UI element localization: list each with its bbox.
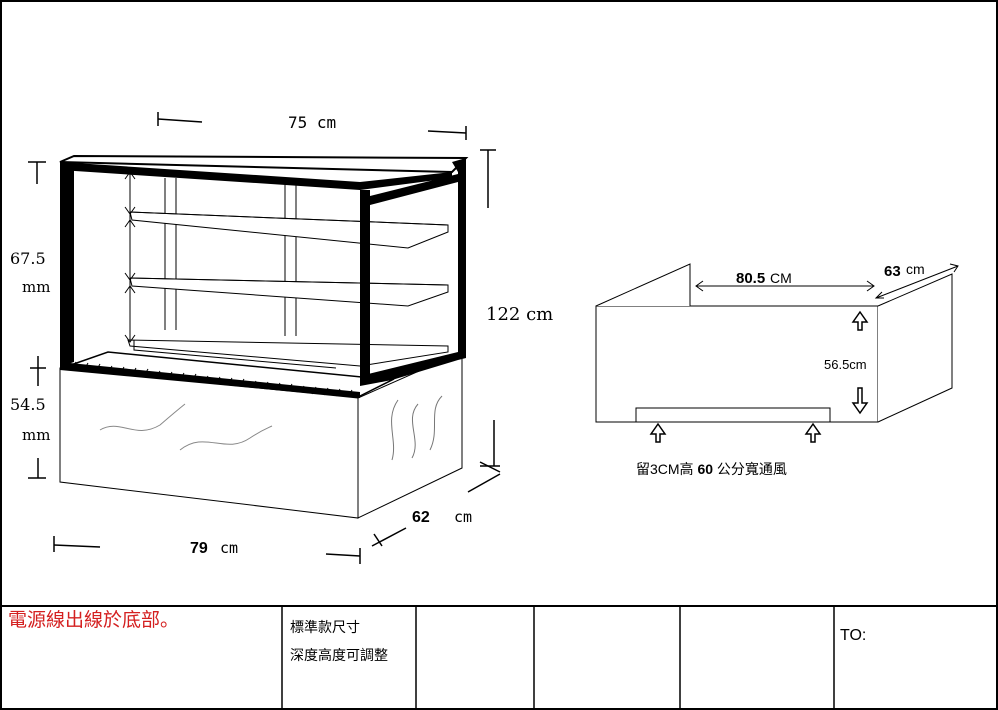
base-depth-unit: cm (454, 508, 472, 526)
vent-box-side (877, 273, 953, 423)
cabinet-top-side-edge (360, 172, 452, 190)
shelf-upper (129, 211, 449, 249)
frame-right-front (360, 190, 370, 382)
lower-height-unit: mm (22, 426, 50, 444)
vent-box-back (595, 263, 691, 307)
standard-size-title: 標準款尺寸 (290, 619, 360, 635)
up-arrow-icon (804, 422, 822, 443)
vent-width-value: 80.5 (736, 270, 765, 287)
upper-height-unit: mm (22, 278, 50, 296)
frame-side-top (370, 174, 458, 205)
vent-width-unit: CM (770, 270, 792, 286)
base-depth-value: 62 (412, 509, 430, 526)
frame-left-post (60, 162, 68, 368)
power-cord-note: 電源線出線於底部。 (8, 609, 179, 631)
display-cabinet-drawing: 75 cm 67.5 mm 54.5 mm 122 cm 62 cm 79 cm (10, 112, 553, 564)
dimension-ticks (28, 112, 501, 564)
marble-swirl (179, 425, 273, 451)
marble-swirl (429, 395, 443, 451)
up-arrow-icon (649, 422, 667, 443)
top-width-label: 75 cm (288, 113, 336, 132)
vent-clearance-note: 留3CM高 60 公分寬通風 (636, 461, 787, 477)
up-arrow-icon (851, 310, 869, 331)
marble-swirl (411, 403, 419, 459)
down-arrow-icon (851, 387, 869, 415)
base-width-value: 79 (190, 540, 208, 557)
marble-swirl (99, 403, 186, 431)
ventilation-diagram: 80.5 CM 63 cm 56.5cm 留3CM高 60 公分寬通風 (595, 261, 959, 477)
to-label: TO: (840, 627, 866, 644)
frame-bottom-front (60, 362, 360, 398)
vent-height-label: 56.5cm (824, 357, 867, 372)
marble-swirl (391, 399, 399, 461)
frame-side-bottom (360, 352, 458, 386)
shelf-middle (129, 277, 449, 307)
frame-left-inner (68, 166, 74, 364)
cabinet-top-front-edge (60, 162, 360, 190)
vent-depth-unit: cm (906, 261, 925, 277)
shelf-spacing-markers (124, 171, 136, 343)
vent-depth-value: 63 (884, 263, 901, 280)
base-width-unit: cm (220, 539, 238, 557)
adjustable-note: 深度高度可調整 (290, 647, 388, 663)
vent-width-arrow (695, 280, 875, 292)
title-block: 電源線出線於底部。 標準款尺寸 深度高度可調整 TO: (1, 605, 997, 709)
frame-right-back (452, 158, 466, 360)
upper-height-value: 67.5 (10, 249, 46, 268)
vent-depth-arrow (874, 263, 959, 299)
total-height-label: 122 cm (486, 304, 553, 325)
lower-height-value: 54.5 (10, 395, 46, 414)
